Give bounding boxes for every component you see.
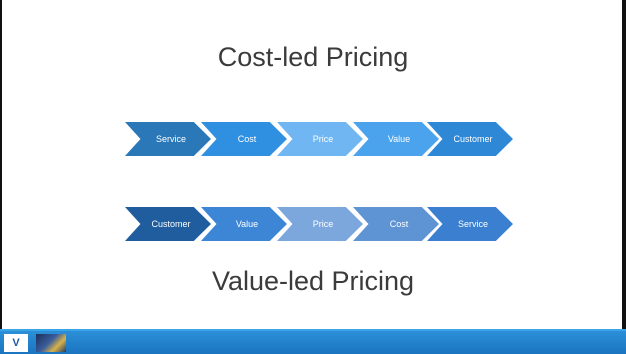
slide-frame-right (622, 0, 626, 354)
chevron-top-4: Value (353, 122, 439, 156)
chevron-label: Price (312, 219, 334, 229)
brand-logo: V (4, 334, 28, 352)
chevron-label: Value (235, 219, 259, 229)
footer-bar (0, 331, 626, 354)
slide-canvas (2, 0, 622, 331)
chevron-label: Customer (453, 134, 493, 144)
footer-accent-strip (0, 329, 626, 332)
chevron-top-2: Cost (201, 122, 287, 156)
title-cost-led: Cost-led Pricing (217, 42, 409, 72)
chevron-bottom-4: Cost (353, 207, 439, 241)
chevron-label: Value (387, 134, 411, 144)
chevron-top-5: Customer (427, 122, 513, 156)
thumbnail-image (36, 334, 66, 352)
chevron-label: Cost (237, 134, 257, 144)
chevron-bottom-2: Value (201, 207, 287, 241)
brand-logo-letter: V (12, 337, 20, 349)
chevron-label: Price (312, 134, 334, 144)
chevron-top-3: Price (277, 122, 363, 156)
chevron-bottom-1: Customer (125, 207, 211, 241)
chevron-top-1: Service (125, 122, 211, 156)
chevron-label: Service (155, 134, 186, 144)
chevron-label: Cost (389, 219, 409, 229)
title-value-led: Value-led Pricing (211, 266, 415, 296)
chevron-label: Customer (151, 219, 191, 229)
chevron-bottom-5: Service (427, 207, 513, 241)
chevron-label: Service (457, 219, 488, 229)
chevron-row-cost-led: Service Cost Price Value Customer (125, 122, 525, 156)
slide-frame-left (0, 0, 2, 354)
chevron-row-value-led: Customer Value Price Cost Service (125, 207, 525, 241)
chevron-bottom-3: Price (277, 207, 363, 241)
